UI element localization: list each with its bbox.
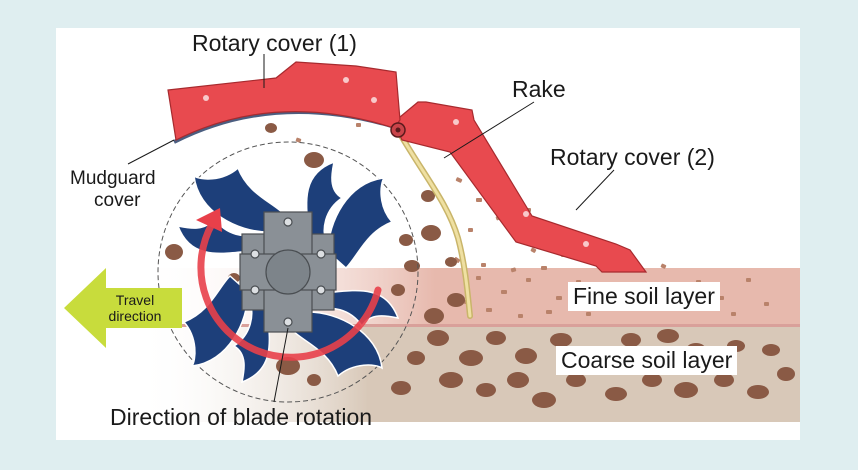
rotary-cover-1 xyxy=(167,61,401,141)
rotary-cover-1-label: Rotary cover (1) xyxy=(192,30,357,56)
blade-rotation-arrow xyxy=(196,208,382,361)
coarse-soil-clods xyxy=(391,329,795,408)
mudguard-cover-label: Mudguard cover xyxy=(70,168,156,212)
diagram-frame: Rotary cover (1) Rake Rotary cover (2) M… xyxy=(56,28,800,440)
soil-layer-divider xyxy=(176,324,800,327)
rotary-tiller-diagram xyxy=(64,54,800,422)
travel-direction-label-line2: direction xyxy=(108,308,162,324)
mudguard-cover-label-line1: Mudguard xyxy=(70,168,156,189)
fine-soil-layer-label: Fine soil layer xyxy=(568,282,720,311)
leader-lines xyxy=(127,54,615,403)
travel-direction-label: Travel direction xyxy=(94,292,176,324)
rotary-cover-2-label: Rotary cover (2) xyxy=(550,144,715,170)
travel-direction-arrow xyxy=(64,268,182,348)
blade-rotation-label: Direction of blade rotation xyxy=(110,404,373,430)
mudguard-cover-label-line2: cover xyxy=(94,190,141,211)
rake-label: Rake xyxy=(512,76,566,102)
travel-direction-label-line1: Travel xyxy=(115,292,155,308)
rotor-outline xyxy=(157,141,419,403)
rotor-blades xyxy=(176,160,400,384)
rotor-hub xyxy=(239,211,337,333)
coarse-soil-layer-label: Coarse soil layer xyxy=(556,346,738,375)
rotary-cover-2 xyxy=(393,101,648,273)
